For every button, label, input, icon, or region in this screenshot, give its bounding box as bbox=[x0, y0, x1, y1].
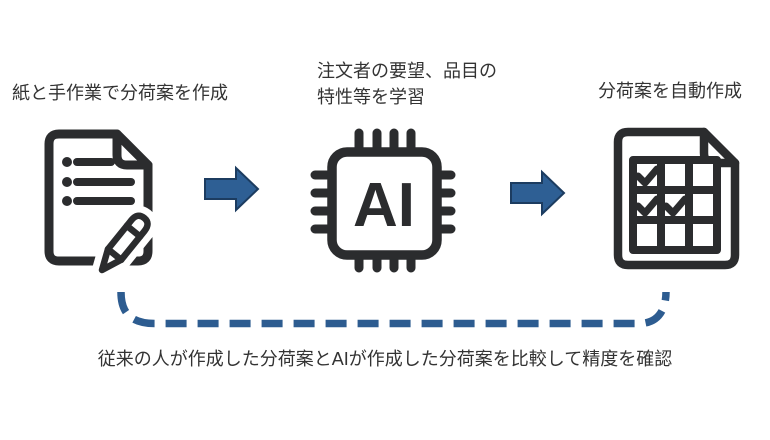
feedback-dashed-connector bbox=[117, 291, 670, 328]
grid-table bbox=[629, 156, 721, 254]
pencil-icon bbox=[92, 205, 158, 280]
document-grid-checks-icon bbox=[613, 127, 740, 270]
checkmark-icon bbox=[634, 165, 689, 217]
step1-label: 紙と手作業で分荷案を作成 bbox=[12, 83, 228, 103]
step2-label-line2: 特性等を学習 bbox=[317, 87, 425, 107]
flow-arrow-right-icon bbox=[510, 169, 566, 217]
step3-label: 分荷案を自動作成 bbox=[598, 81, 742, 101]
ai-chip-label: AI bbox=[353, 171, 415, 240]
feedback-note: 従来の人が作成した分荷案とAIが作成した分荷案を比較して精度を確認 bbox=[97, 349, 673, 369]
checklist-lines bbox=[62, 157, 135, 206]
flow-arrow-right-icon bbox=[204, 165, 260, 213]
ai-chip-icon: AI bbox=[310, 128, 456, 273]
chip-pins bbox=[310, 128, 456, 273]
step2-label: 注文者の要望、品目の 特性等を学習 bbox=[317, 58, 497, 110]
document-checklist-pencil-icon bbox=[44, 129, 158, 280]
step2-label-line1: 注文者の要望、品目の bbox=[317, 61, 497, 81]
chip-body bbox=[327, 147, 442, 260]
